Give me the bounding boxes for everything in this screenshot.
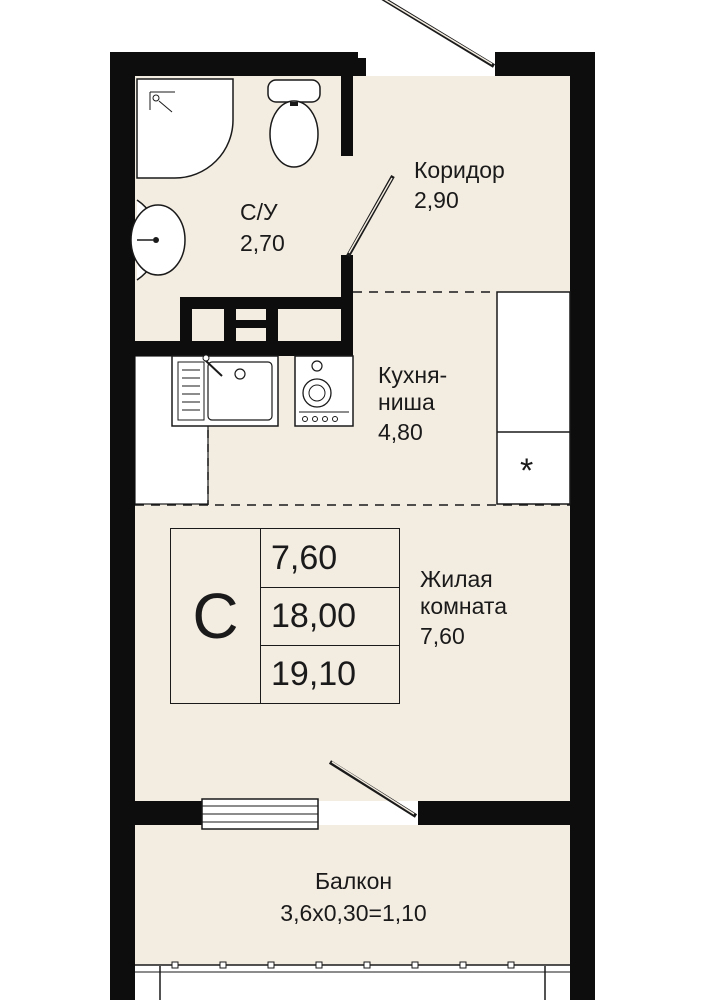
total-area-value: 18,00 xyxy=(261,587,399,645)
corridor-area: 2,90 xyxy=(414,187,459,213)
balcony-wall-left xyxy=(110,801,202,825)
vent-frame-top xyxy=(180,297,343,309)
toilet-icon xyxy=(267,79,321,168)
left-wall xyxy=(110,52,135,1000)
balcony-label: Балкон 3,6x0,30=1,10 xyxy=(0,868,707,927)
bathroom-label: С/У 2,70 xyxy=(240,199,285,257)
entrance-door-leaf xyxy=(381,0,496,68)
bathroom-wall-vertical xyxy=(341,255,353,356)
living-room-label: Жилая комната 7,60 xyxy=(420,566,507,650)
corridor-label: Коридор 2,90 xyxy=(414,157,505,214)
right-wall xyxy=(570,52,595,1000)
balcony-door-leaf-inner xyxy=(331,761,415,815)
living-room-name-line2: комната xyxy=(420,593,507,619)
bathroom-wall-vertical-top xyxy=(341,76,353,156)
vent-divider-1 xyxy=(224,297,236,345)
vent-bar xyxy=(236,320,266,328)
balcony-name: Балкон xyxy=(314,868,393,894)
kitchen-label: Кухня- ниша 4,80 xyxy=(378,362,447,446)
entrance-jamb-left xyxy=(356,58,366,76)
washbasin-icon xyxy=(130,199,186,281)
balcony-wall-right xyxy=(418,801,595,825)
bathroom-wall-bottom xyxy=(135,341,353,356)
sink-icon xyxy=(171,354,279,427)
balcony-area: 3,6x0,30=1,10 xyxy=(280,900,427,926)
shower-icon xyxy=(136,78,234,179)
living-room-name-line1: Жилая xyxy=(420,566,493,592)
fridge-icon xyxy=(496,291,571,505)
fridge-symbol: * xyxy=(520,452,534,490)
total-with-balcony-value: 19,10 xyxy=(261,645,399,703)
bathroom-area: 2,70 xyxy=(240,230,285,256)
entrance-door-leaf-inner xyxy=(384,0,493,65)
living-area-value: 7,60 xyxy=(271,538,338,577)
top-wall-left xyxy=(110,52,358,76)
bathroom-name: С/У xyxy=(240,199,278,225)
living-room-area: 7,60 xyxy=(420,623,465,649)
balcony-window xyxy=(201,798,319,830)
balcony-railing xyxy=(135,961,570,1000)
corridor-name: Коридор xyxy=(414,157,505,183)
vent-divider-2 xyxy=(266,297,278,345)
ventilation-shaft xyxy=(180,297,343,345)
kitchen-name-line1: Кухня- xyxy=(378,362,448,388)
apartment-type-letter: С xyxy=(171,529,261,703)
vent-frame-left xyxy=(180,297,192,345)
balcony-floor xyxy=(135,825,570,965)
apartment-info-table: С 7,60 18,00 19,10 xyxy=(170,528,400,704)
bathroom-door-leaf-inner xyxy=(348,177,393,254)
kitchen-area: 4,80 xyxy=(378,419,423,445)
stove-icon xyxy=(294,355,354,427)
kitchen-name-line2: ниша xyxy=(378,389,435,415)
